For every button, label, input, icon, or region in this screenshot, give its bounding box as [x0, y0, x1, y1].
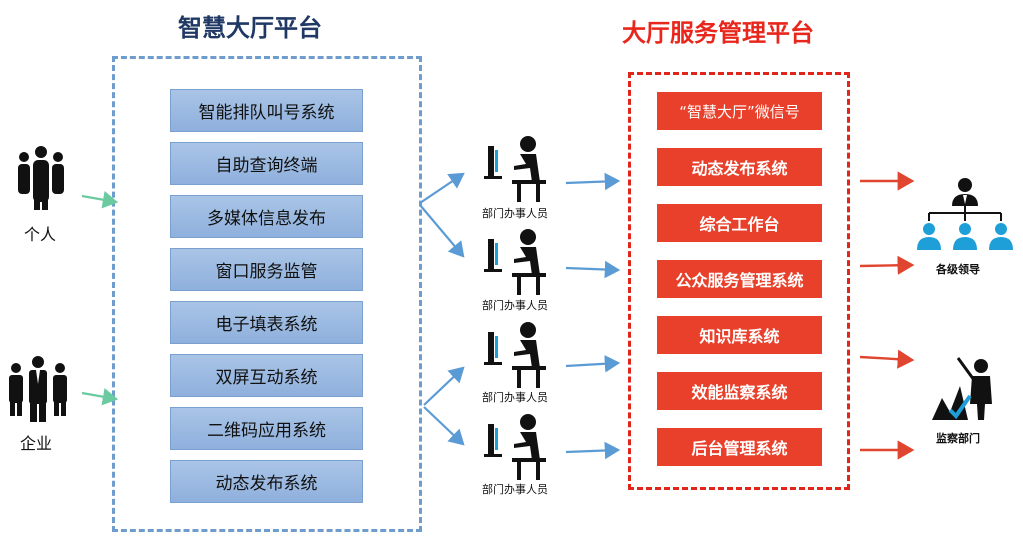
left-system-box: 自助查询终端 — [170, 142, 363, 185]
right-system-box: 动态发布系统 — [657, 148, 822, 186]
left-system-box: 电子填表系统 — [170, 301, 363, 344]
supervision-label: 监察部门 — [936, 432, 980, 445]
left-system-box: 窗口服务监管 — [170, 248, 363, 291]
right-system-box: 知识库系统 — [657, 316, 822, 354]
supervision-inspector-icon — [932, 357, 992, 420]
leaders-label: 各级领导 — [936, 263, 980, 276]
leaders-org-chart-icon — [917, 178, 1013, 250]
left-platform-title: 智慧大厅平台 — [178, 14, 322, 42]
right-system-box: 公众服务管理系统 — [657, 260, 822, 298]
left-system-box: 多媒体信息发布 — [170, 195, 363, 238]
staff-label: 部门办事人员 — [482, 391, 548, 404]
right-platform-title: 大厅服务管理平台 — [622, 19, 814, 47]
individual-label: 个人 — [24, 225, 57, 244]
right-system-box: 后台管理系统 — [657, 428, 822, 466]
left-system-box: 动态发布系统 — [170, 460, 363, 503]
left-system-box: 二维码应用系统 — [170, 407, 363, 450]
enterprise-group-icon — [9, 356, 67, 422]
individual-group-icon — [18, 146, 64, 210]
enterprise-label: 企业 — [20, 434, 53, 453]
staff-computer-icon — [484, 322, 546, 388]
right-system-box: 综合工作台 — [657, 204, 822, 242]
left-system-box: 双屏互动系统 — [170, 354, 363, 397]
staff-computer-icon — [484, 414, 546, 480]
right-platform-frame — [628, 72, 850, 490]
staff-label: 部门办事人员 — [482, 299, 548, 312]
staff-label: 部门办事人员 — [482, 483, 548, 496]
staff-label: 部门办事人员 — [482, 207, 548, 220]
right-system-box: 效能监察系统 — [657, 372, 822, 410]
left-system-box: 智能排队叫号系统 — [170, 89, 363, 132]
staff-computer-icon — [484, 136, 546, 202]
left-platform-frame — [112, 56, 422, 532]
right-system-box: “智慧大厅”微信号 — [657, 92, 822, 130]
staff-computer-icon — [484, 229, 546, 295]
